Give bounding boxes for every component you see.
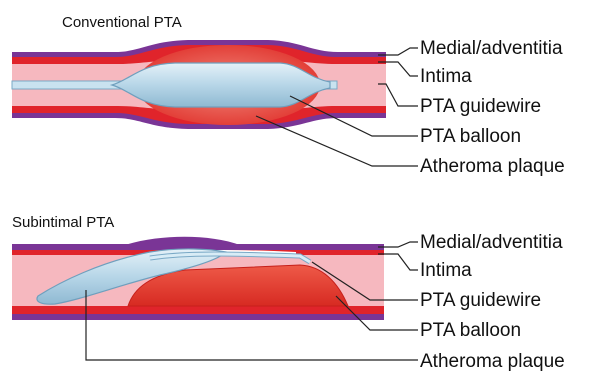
label-pta-balloon: PTA balloon: [420, 126, 521, 147]
subintimal-pta-panel: Subintimal PTA Medial/adventitia: [12, 214, 565, 372]
pta-balloon: [112, 63, 330, 107]
label-atheroma-plaque: Atheroma plaque: [420, 156, 565, 177]
label-medial-adventitia: Medial/adventitia: [420, 38, 563, 59]
intima-bottom: [12, 306, 384, 314]
subintimal-pta-title: Subintimal PTA: [12, 214, 114, 231]
label-atheroma-plaque: Atheroma plaque: [420, 351, 565, 372]
label-intima: Intima: [420, 260, 472, 281]
conventional-pta-panel: Conventional PTA Medial/adventitia Intim…: [12, 14, 565, 177]
medial-adventitia-bump: [125, 237, 240, 245]
medial-adventitia-bottom: [12, 314, 384, 320]
label-pta-guidewire: PTA guidewire: [420, 290, 541, 311]
label-pta-guidewire: PTA guidewire: [420, 96, 541, 117]
label-intima: Intima: [420, 66, 472, 87]
conventional-pta-title: Conventional PTA: [62, 14, 182, 31]
label-medial-adventitia: Medial/adventitia: [420, 232, 563, 253]
label-pta-balloon: PTA balloon: [420, 320, 521, 341]
